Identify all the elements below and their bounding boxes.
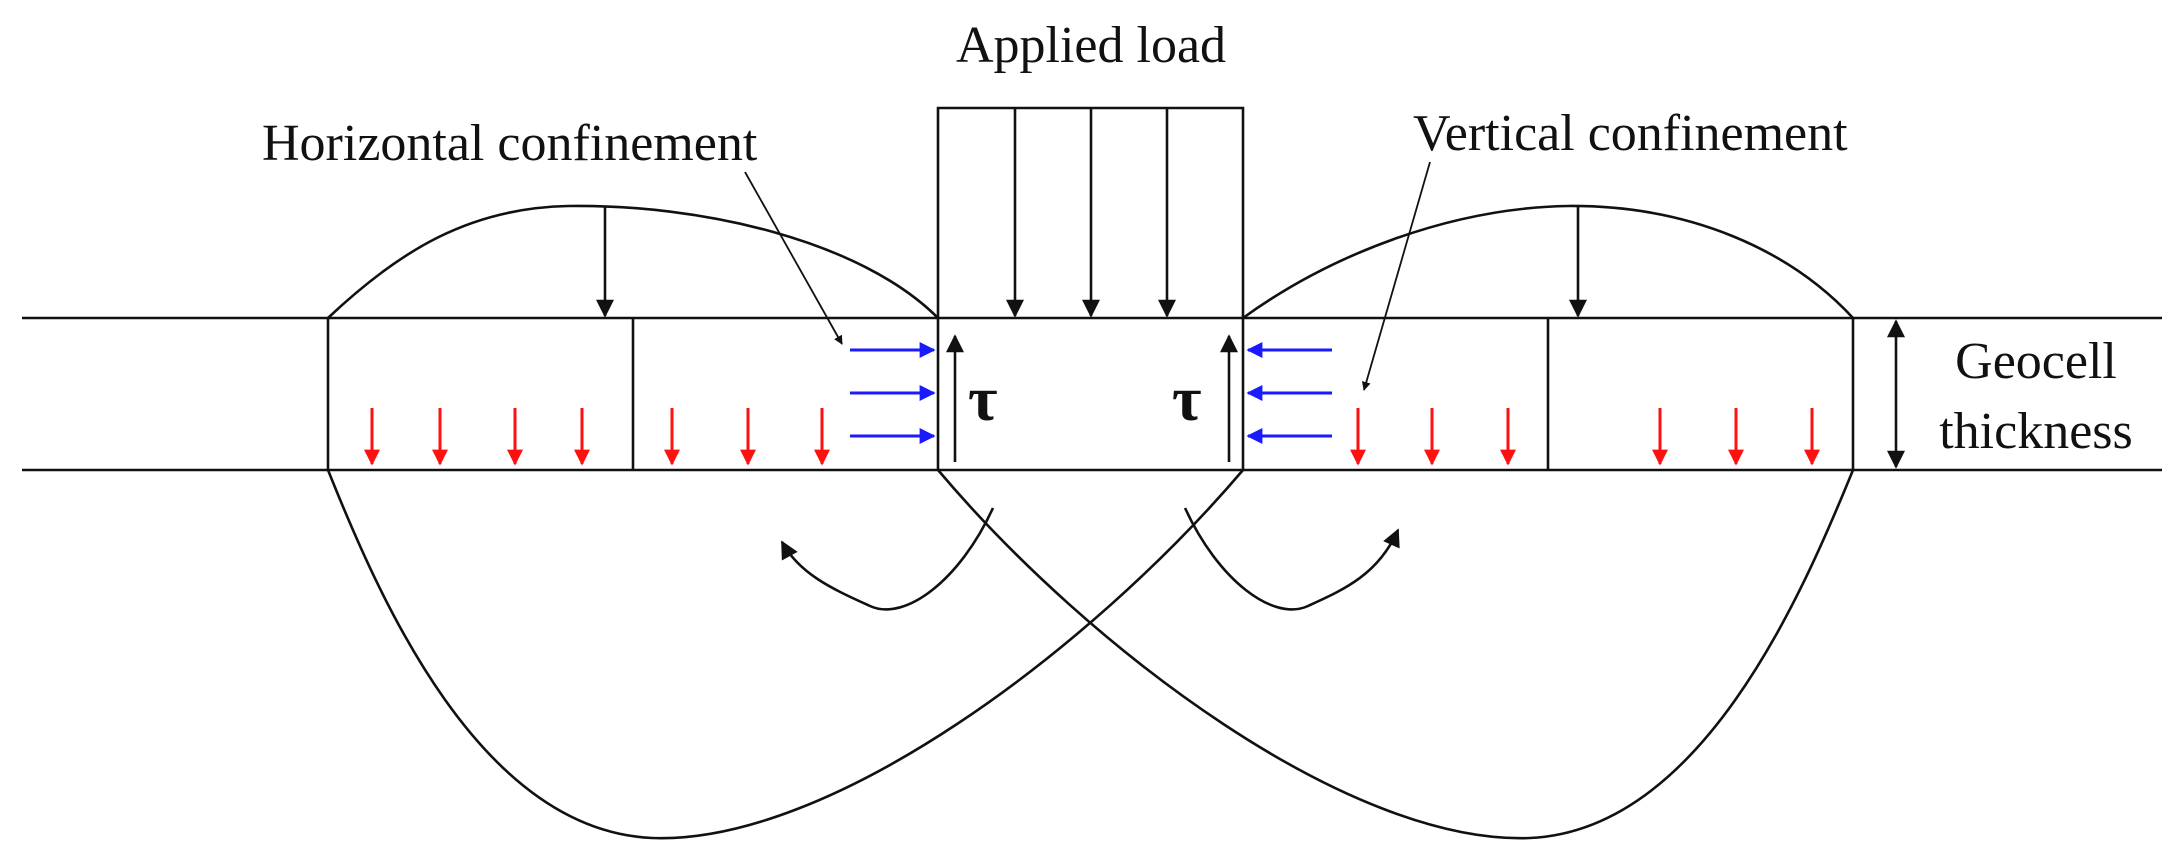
horizontal-confinement-label: Horizontal confinement [262,115,758,172]
geocell-layer [22,316,2162,472]
tau-left-symbol: τ [968,363,998,434]
vertical-confinement-arrows [364,408,1820,466]
rotation-arrows [780,507,1400,611]
right-failure-surface [937,469,1855,840]
left-rotation-arrow [780,507,995,611]
applied-load-label: Applied load [956,17,1226,74]
geocell-label: Geocell [1955,333,2117,390]
failure-surfaces [326,469,1855,840]
left-failure-surface [326,469,1244,840]
tau-right-symbol: τ [1172,363,1202,434]
right-surcharge-curve [1242,204,1854,320]
vertical-confinement: Vertical confinement [364,105,1848,466]
vertical-confinement-leader [1361,161,1431,391]
left-surcharge-curve [327,204,939,319]
thickness-label: thickness [1939,403,2133,460]
shear-stress: τ τ [946,334,1238,462]
right-rotation-arrow [1183,507,1400,611]
horizontal-confinement-leader [744,171,843,345]
horizontal-confinement: Horizontal confinement [262,115,1332,444]
vertical-confinement-label: Vertical confinement [1413,105,1848,162]
applied-load: Applied load [936,17,1245,318]
surcharge-curves [327,204,1854,320]
geocell-thickness-dimension: Geocell thickness [1887,319,2133,469]
